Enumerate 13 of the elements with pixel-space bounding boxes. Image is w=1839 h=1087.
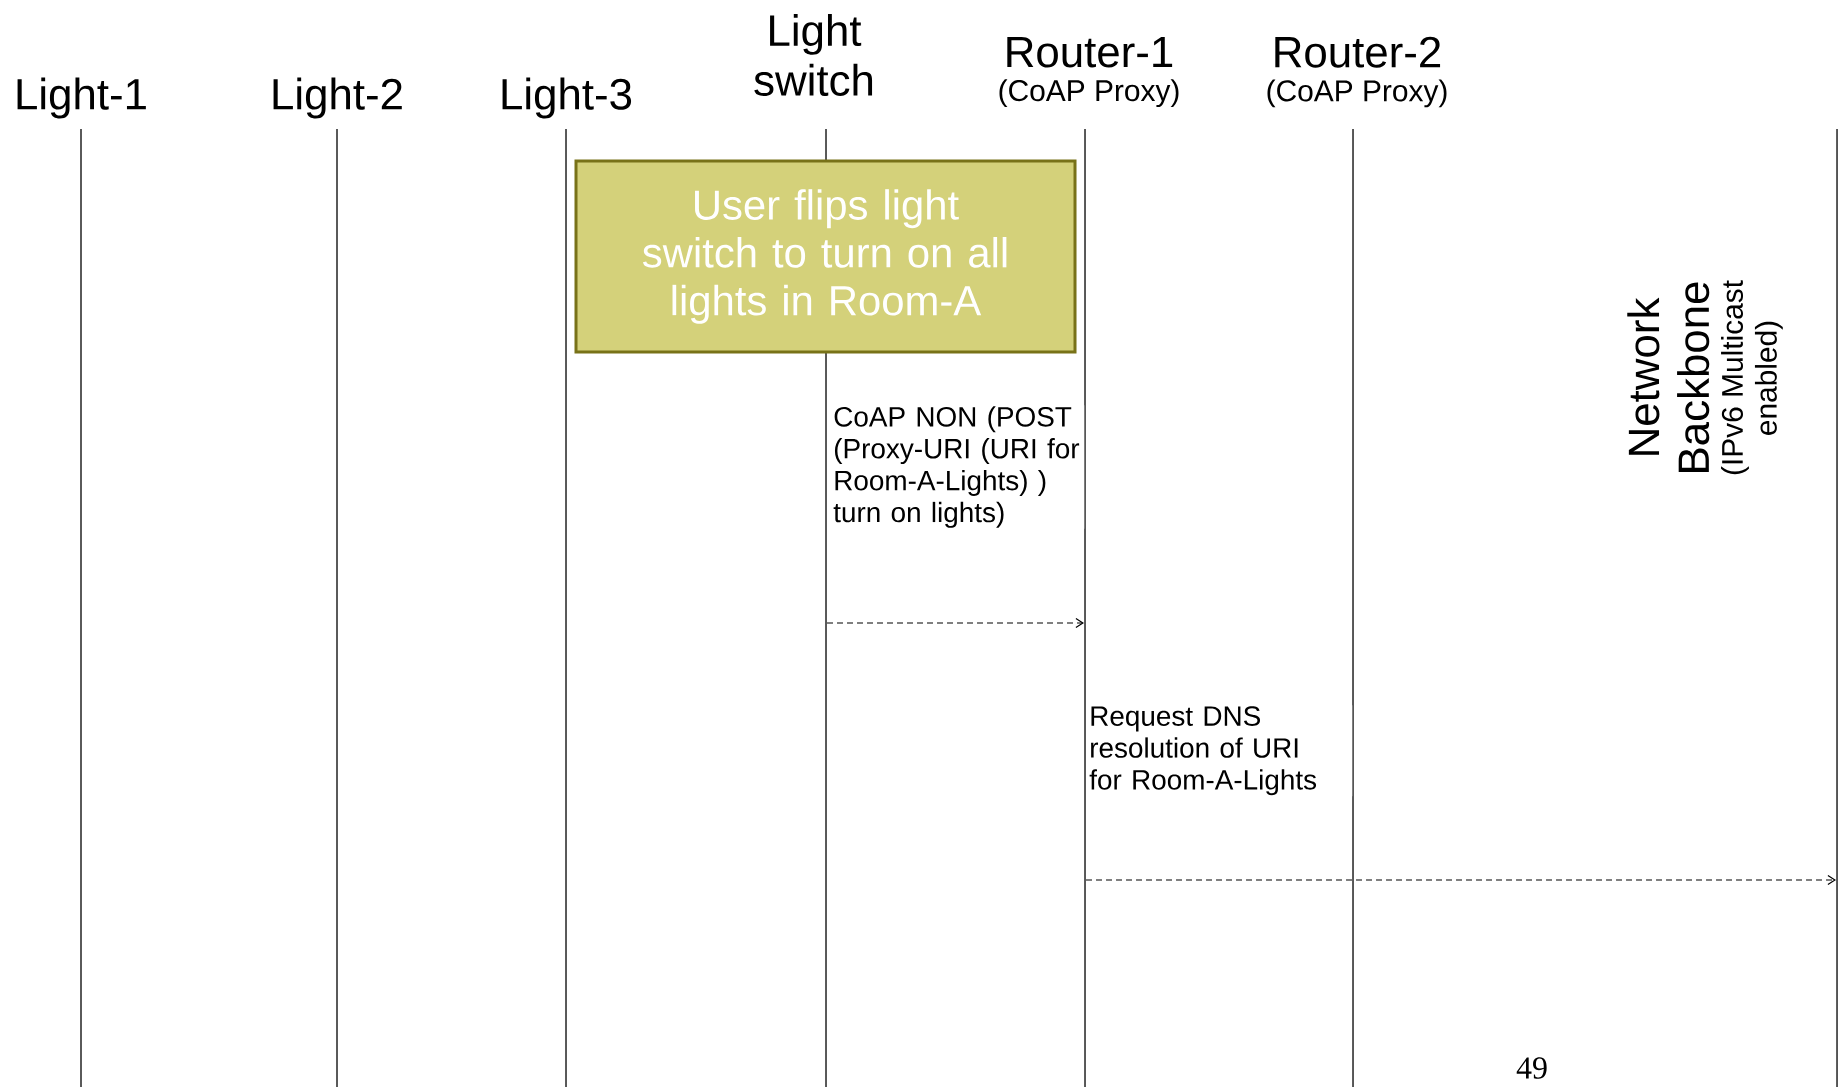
- arrow: [1085, 874, 1836, 886]
- lane-heading: Router-1 (CoAP Proxy): [999, 36, 1179, 108]
- edge-label: Request DNS resolution of URI for Room-A-Lights: [1088, 705, 1353, 797]
- lane-heading: Light-2: [273, 77, 402, 119]
- lane-heading: Light-1: [17, 77, 146, 119]
- lane-heading: Router-2 (CoAP Proxy): [1267, 36, 1447, 108]
- page-number: 49: [1516, 1057, 1547, 1079]
- arrow: [826, 617, 1084, 629]
- lane-heading: Light switch: [754, 14, 873, 96]
- lane-heading: Network Backbone (IPv6 Multicast enabled): [1627, 280, 1783, 475]
- note-box: User flips light switch to turn on all lights in Room-A: [574, 159, 1077, 354]
- edge-label: CoAP NON (POST (Proxy-URI (URI for Room-A-Lights) ) turn on lights): [832, 405, 1085, 529]
- lane-heading: Light-3: [502, 77, 632, 119]
